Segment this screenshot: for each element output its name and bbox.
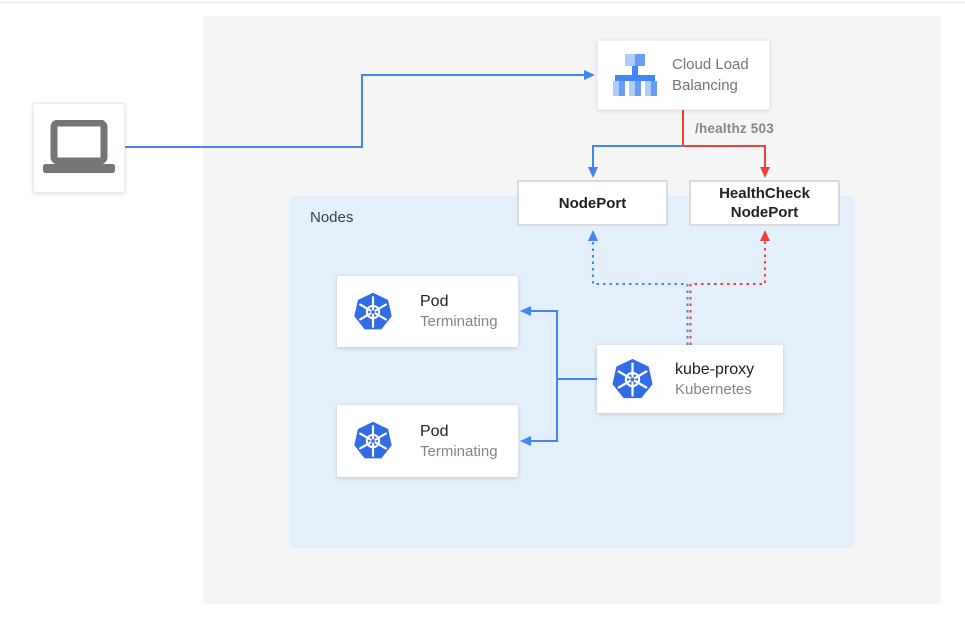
kubernetes-icon bbox=[612, 358, 653, 398]
kube-proxy-title: kube-proxy bbox=[675, 360, 755, 378]
nodeport-label: NodePort bbox=[558, 194, 627, 212]
kubernetes-icon bbox=[354, 421, 392, 459]
pod-title: Pod bbox=[420, 422, 449, 440]
healthcheck-nodeport-label: HealthCheck NodePort bbox=[719, 185, 810, 221]
healthcheck-nodeport-box: HealthCheck NodePort bbox=[689, 180, 840, 226]
nodes-group-label: Nodes bbox=[310, 209, 354, 226]
laptop-icon bbox=[43, 120, 115, 173]
nodeport-box: NodePort bbox=[517, 180, 668, 226]
pod-box-2: Pod Terminating bbox=[337, 405, 518, 477]
pod-title: Pod bbox=[420, 293, 449, 310]
top-divider bbox=[0, 2, 965, 3]
pod-status: Terminating bbox=[420, 313, 498, 330]
kube-proxy-box: kube-proxy Kubernetes bbox=[597, 345, 783, 413]
pod-status: Terminating bbox=[420, 442, 498, 460]
healthz-status-label: /healthz 503 bbox=[695, 121, 774, 136]
kube-proxy-subtitle: Kubernetes bbox=[675, 380, 752, 398]
pod-box-1: Pod Terminating bbox=[337, 276, 518, 347]
cloud-load-balancing-box: Cloud Load Balancing bbox=[597, 40, 770, 110]
kubernetes-icon bbox=[354, 292, 392, 329]
cloud-load-balancing-label: Cloud Load Balancing bbox=[672, 56, 749, 94]
load-balancer-icon bbox=[613, 54, 657, 96]
client-device-box bbox=[33, 103, 125, 193]
